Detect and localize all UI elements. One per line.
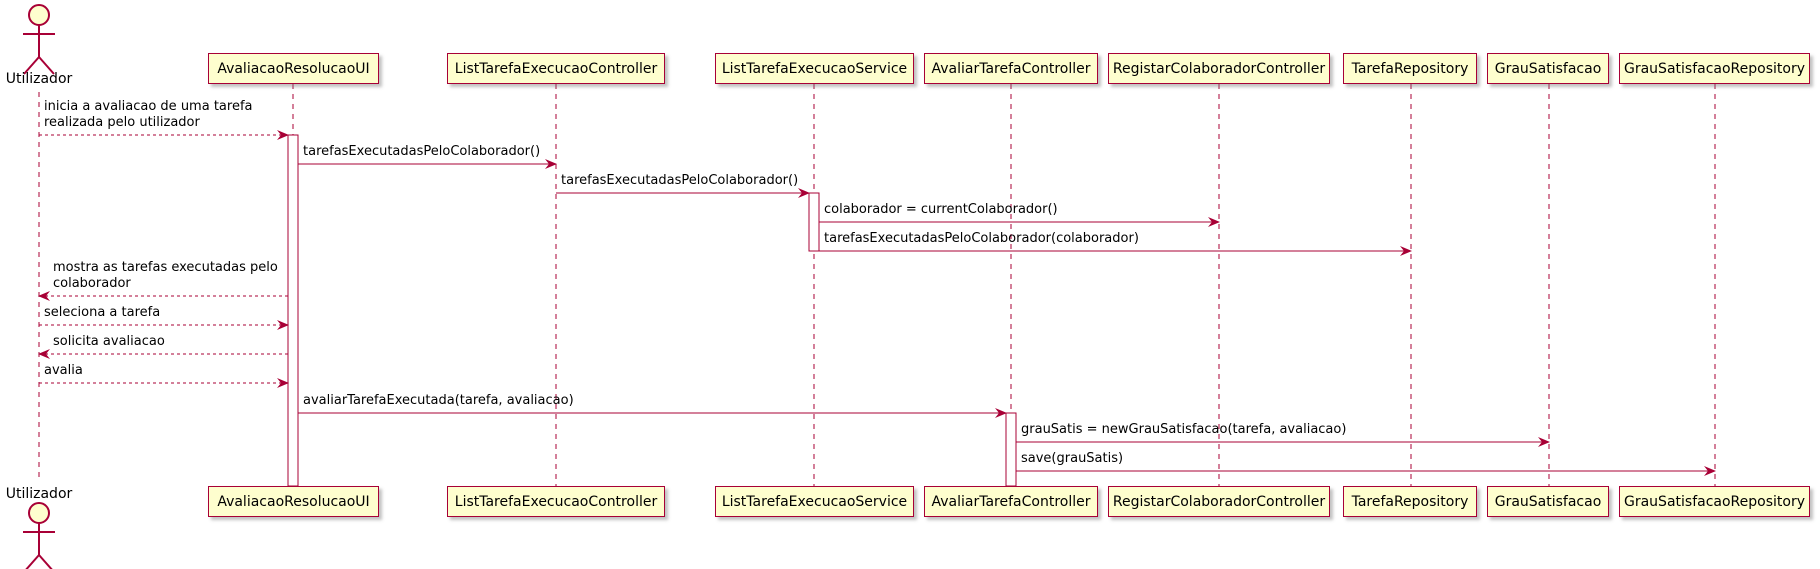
message-label-line: avalia <box>44 363 83 378</box>
participant-ltec-top: ListTarefaExecucaoController <box>447 53 665 84</box>
message-label-line: grauSatis = newGrauSatisfacao(tarefa, av… <box>1021 422 1347 437</box>
message-label-line: save(grauSatis) <box>1021 451 1124 466</box>
message-label-line: solicita avaliacao <box>53 334 165 349</box>
participant-gsr-bottom: GrauSatisfacaoRepository <box>1619 486 1810 517</box>
message-label-9: avalia <box>44 363 83 379</box>
message-label-12: save(grauSatis) <box>1021 451 1123 467</box>
message-label-line: colaborador = currentColaborador() <box>824 202 1058 217</box>
activation-bar-ui <box>287 134 299 487</box>
actor-utilizador-top <box>23 4 55 75</box>
actor-utilizador-label-bottom: Utilizador <box>5 486 73 502</box>
participant-gs-bottom: GrauSatisfacao <box>1487 486 1609 517</box>
message-label-line: tarefasExecutadasPeloColaborador() <box>303 144 541 159</box>
activation-bar-atc <box>1005 412 1017 487</box>
participant-ltec-bottom: ListTarefaExecucaoController <box>447 486 665 517</box>
participant-ui-top: AvaliacaoResolucaoUI <box>208 53 379 84</box>
message-label-line: colaborador <box>53 276 131 291</box>
message-label-line: seleciona a tarefa <box>44 305 161 320</box>
participant-atc-bottom: AvaliarTarefaController <box>924 486 1098 517</box>
participant-rcc-top: RegistarColaboradorController <box>1108 53 1330 84</box>
message-label-line: realizada pelo utilizador <box>44 115 200 130</box>
participant-ui-bottom: AvaliacaoResolucaoUI <box>208 486 379 517</box>
actor-utilizador-label-top: Utilizador <box>5 71 73 87</box>
activation-bar-ltes <box>808 192 820 252</box>
message-label-11: grauSatis = newGrauSatisfacao(tarefa, av… <box>1021 422 1346 438</box>
participant-ltes-bottom: ListTarefaExecucaoService <box>715 486 914 517</box>
message-label-3: tarefasExecutadasPeloColaborador() <box>561 173 798 189</box>
participant-gsr-top: GrauSatisfacaoRepository <box>1619 53 1810 84</box>
participant-rcc-bottom: RegistarColaboradorController <box>1108 486 1330 517</box>
participant-tr-bottom: TarefaRepository <box>1343 486 1477 517</box>
participant-ltes-top: ListTarefaExecucaoService <box>715 53 914 84</box>
message-label-line: avaliarTarefaExecutada(tarefa, avaliacao… <box>303 393 574 408</box>
actor-utilizador-bottom <box>23 502 55 569</box>
message-label-line: inicia a avaliacao de uma tarefa <box>44 99 253 114</box>
message-label-7: seleciona a tarefa <box>44 305 160 321</box>
message-label-line: tarefasExecutadasPeloColaborador() <box>561 173 799 188</box>
message-label-5: tarefasExecutadasPeloColaborador(colabor… <box>824 231 1139 247</box>
message-label-line: mostra as tarefas executadas pelo <box>53 260 278 275</box>
participant-gs-top: GrauSatisfacao <box>1487 53 1609 84</box>
message-label-10: avaliarTarefaExecutada(tarefa, avaliacao… <box>303 393 574 409</box>
message-label-2: tarefasExecutadasPeloColaborador() <box>303 144 540 160</box>
message-label-4: colaborador = currentColaborador() <box>824 202 1058 218</box>
message-label-line: tarefasExecutadasPeloColaborador(colabor… <box>824 231 1139 246</box>
participant-atc-top: AvaliarTarefaController <box>924 53 1098 84</box>
participant-tr-top: TarefaRepository <box>1343 53 1477 84</box>
message-label-8: solicita avaliacao <box>53 334 165 350</box>
